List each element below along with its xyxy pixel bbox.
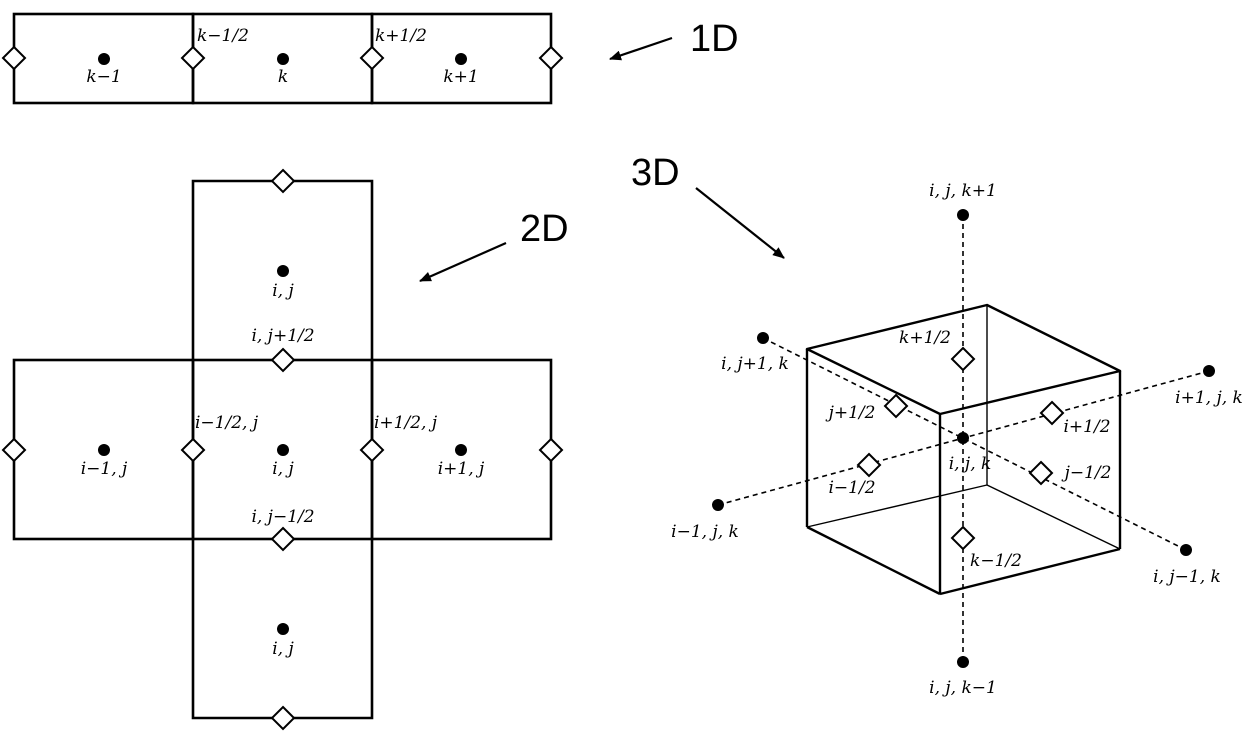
label-3d-k-plus-1: i, j, k+1 [929,181,997,201]
face-marker-3d-i-minus [856,452,882,478]
face-marker-2d-bottom [270,526,296,552]
cell-center-3d-k-plus [957,209,969,221]
cube-bottom-edge-left [806,525,941,596]
label-1d-center-mid: k [278,67,288,87]
label-3d-k-minus-1: i, j, k−1 [929,678,997,698]
face-marker-2d-left-outer [1,437,27,463]
title-1d: 1D [690,18,739,60]
cell-center-2d-left [98,444,110,456]
face-marker-2d-right [359,437,385,463]
title-2d: 2D [520,208,569,250]
face-marker-1d-right [359,45,385,71]
cell-center-3d-i-minus [712,499,724,511]
cell-center-2d-top [277,265,289,277]
face-marker-2d-right-outer [538,437,564,463]
title-3d: 3D [631,152,680,194]
cell-center-2d-right [455,444,467,456]
cell-center-2d-mid [277,444,289,456]
arrow-2d [419,241,507,283]
label-1d-center-left: k−1 [86,67,121,87]
cell-center-1d-left [98,53,110,65]
face-marker-3d-k-minus [950,525,976,551]
label-3d-center: i, j, k [949,454,992,474]
label-2d-face-bottom: i, j−1/2 [251,507,314,527]
face-marker-2d-left [180,437,206,463]
cell-center-1d-right [455,53,467,65]
face-marker-2d-top-outer [270,168,296,194]
cube-back-edge-left [806,484,988,528]
face-marker-3d-k-plus [950,346,976,372]
label-2d-center-right: i+1, j [438,459,485,479]
label-3d-j-plus-1: i, j+1, k [721,354,789,374]
cube-bottom-edge-right [939,547,1121,596]
label-1d-face-left: k−1/2 [197,26,249,46]
face-marker-1d-outer-left [1,45,27,71]
cube-hidden-edges [806,305,1121,550]
face-marker-3d-j-plus [883,393,909,419]
cell-center-3d-i-plus [1203,365,1215,377]
cube-back-edge-right [986,484,1121,550]
face-marker-1d-left [180,45,206,71]
stencil-2d: i, j i, j+1/2 i−1/2, j i+1/2, j i−1, j i… [1,168,569,731]
cell-center-3d-k-minus [957,656,969,668]
label-3d-j-minus-1: i, j−1, k [1153,567,1221,587]
label-2d-face-top: i, j+1/2 [251,326,314,346]
label-3d-face-i-minus: i−1/2 [828,478,875,498]
face-marker-1d-outer-right [538,45,564,71]
label-2d-face-right: i+1/2, j [374,413,438,433]
label-3d-face-j-plus: j+1/2 [825,403,876,423]
label-2d-center-bottom: i, j [272,639,294,659]
label-2d-center-left: i−1, j [81,459,128,479]
cell-center-1d-mid [277,53,289,65]
face-marker-3d-j-minus [1028,460,1054,486]
face-marker-3d-i-plus [1039,400,1065,426]
cell-center-3d-j-minus [1180,544,1192,556]
label-3d-face-i-plus: i+1/2 [1063,417,1110,437]
stencil-3d: 3D [631,152,1243,698]
stencil-1d: k−1 k k+1 k−1/2 k+1/2 1D [1,12,739,105]
cell-center-3d-j-plus [757,332,769,344]
label-3d-face-j-minus: j−1/2 [1061,463,1112,483]
label-3d-face-k-plus: k+1/2 [899,328,951,348]
label-2d-center-top: i, j [272,281,294,301]
cell-center-2d-bottom [277,623,289,635]
label-1d-face-right: k+1/2 [375,26,427,46]
label-1d-center-right: k+1 [443,67,478,87]
axis-j [762,337,1187,551]
face-marker-2d-top [270,347,296,373]
label-2d-face-left: i−1/2, j [195,413,259,433]
cell-center-3d-center [957,432,969,444]
arrow-3d [695,187,785,259]
label-3d-face-k-minus: k−1/2 [970,551,1022,571]
face-marker-2d-bottom-outer [270,705,296,731]
label-3d-i-plus-1: i+1, j, k [1175,388,1243,408]
cube-visible-edges [805,303,1122,596]
label-3d-i-minus-1: i−1, j, k [671,522,739,542]
label-2d-center-mid: i, j [272,459,294,479]
arrow-1d [609,36,673,61]
